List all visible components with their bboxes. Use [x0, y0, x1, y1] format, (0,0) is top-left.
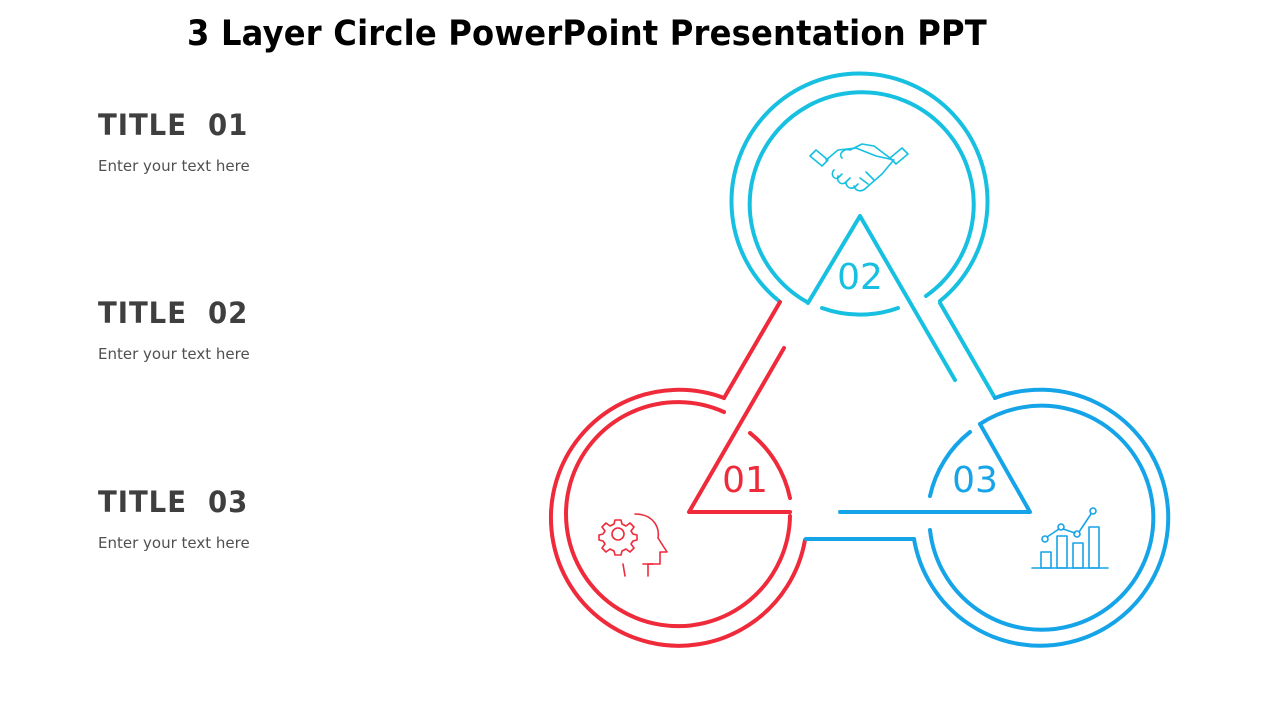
head-gear-icon	[598, 513, 668, 577]
node-03-triangle	[838, 422, 1032, 514]
node-02-triangle	[806, 214, 957, 382]
node-01-inner-ring	[564, 400, 792, 629]
node-02	[729, 71, 997, 400]
node-02-outer-ring	[729, 71, 990, 303]
node-01-diagonal	[687, 346, 792, 514]
item-title-03: TITLE 03	[98, 485, 249, 519]
node-02-right-leg	[938, 301, 997, 400]
handshake-icon	[809, 143, 909, 192]
node-01-number: 01	[722, 460, 768, 501]
node-03-small-arc	[928, 430, 972, 498]
node-02-number: 02	[837, 257, 883, 298]
node-03-outer-ring	[912, 387, 1171, 648]
node-01-outer-ring	[548, 387, 807, 648]
node-03	[804, 387, 1171, 648]
page-title: 3 Layer Circle PowerPoint Presentation P…	[187, 14, 987, 54]
node-01	[548, 300, 807, 648]
item-text-02: Enter your text here	[98, 345, 250, 363]
node-03-inner-ring	[928, 403, 1156, 632]
node-01-left-leg	[722, 300, 782, 400]
item-text-01: Enter your text here	[98, 157, 250, 175]
item-title-02: TITLE 02	[98, 296, 249, 330]
title-block-02: TITLE 02 Enter your text here	[98, 296, 256, 363]
node-02-bottom-arc	[820, 306, 900, 317]
node-02-inner-ring	[747, 90, 976, 304]
item-text-03: Enter your text here	[98, 534, 250, 552]
item-title-01: TITLE 01	[98, 108, 249, 142]
title-block-01: TITLE 01 Enter your text here	[98, 108, 256, 175]
title-block-03: TITLE 03 Enter your text here	[98, 485, 256, 552]
node-03-number: 03	[952, 460, 998, 501]
bar-chart-growth-icon	[1031, 507, 1109, 569]
node-01-small-arc	[748, 431, 792, 500]
